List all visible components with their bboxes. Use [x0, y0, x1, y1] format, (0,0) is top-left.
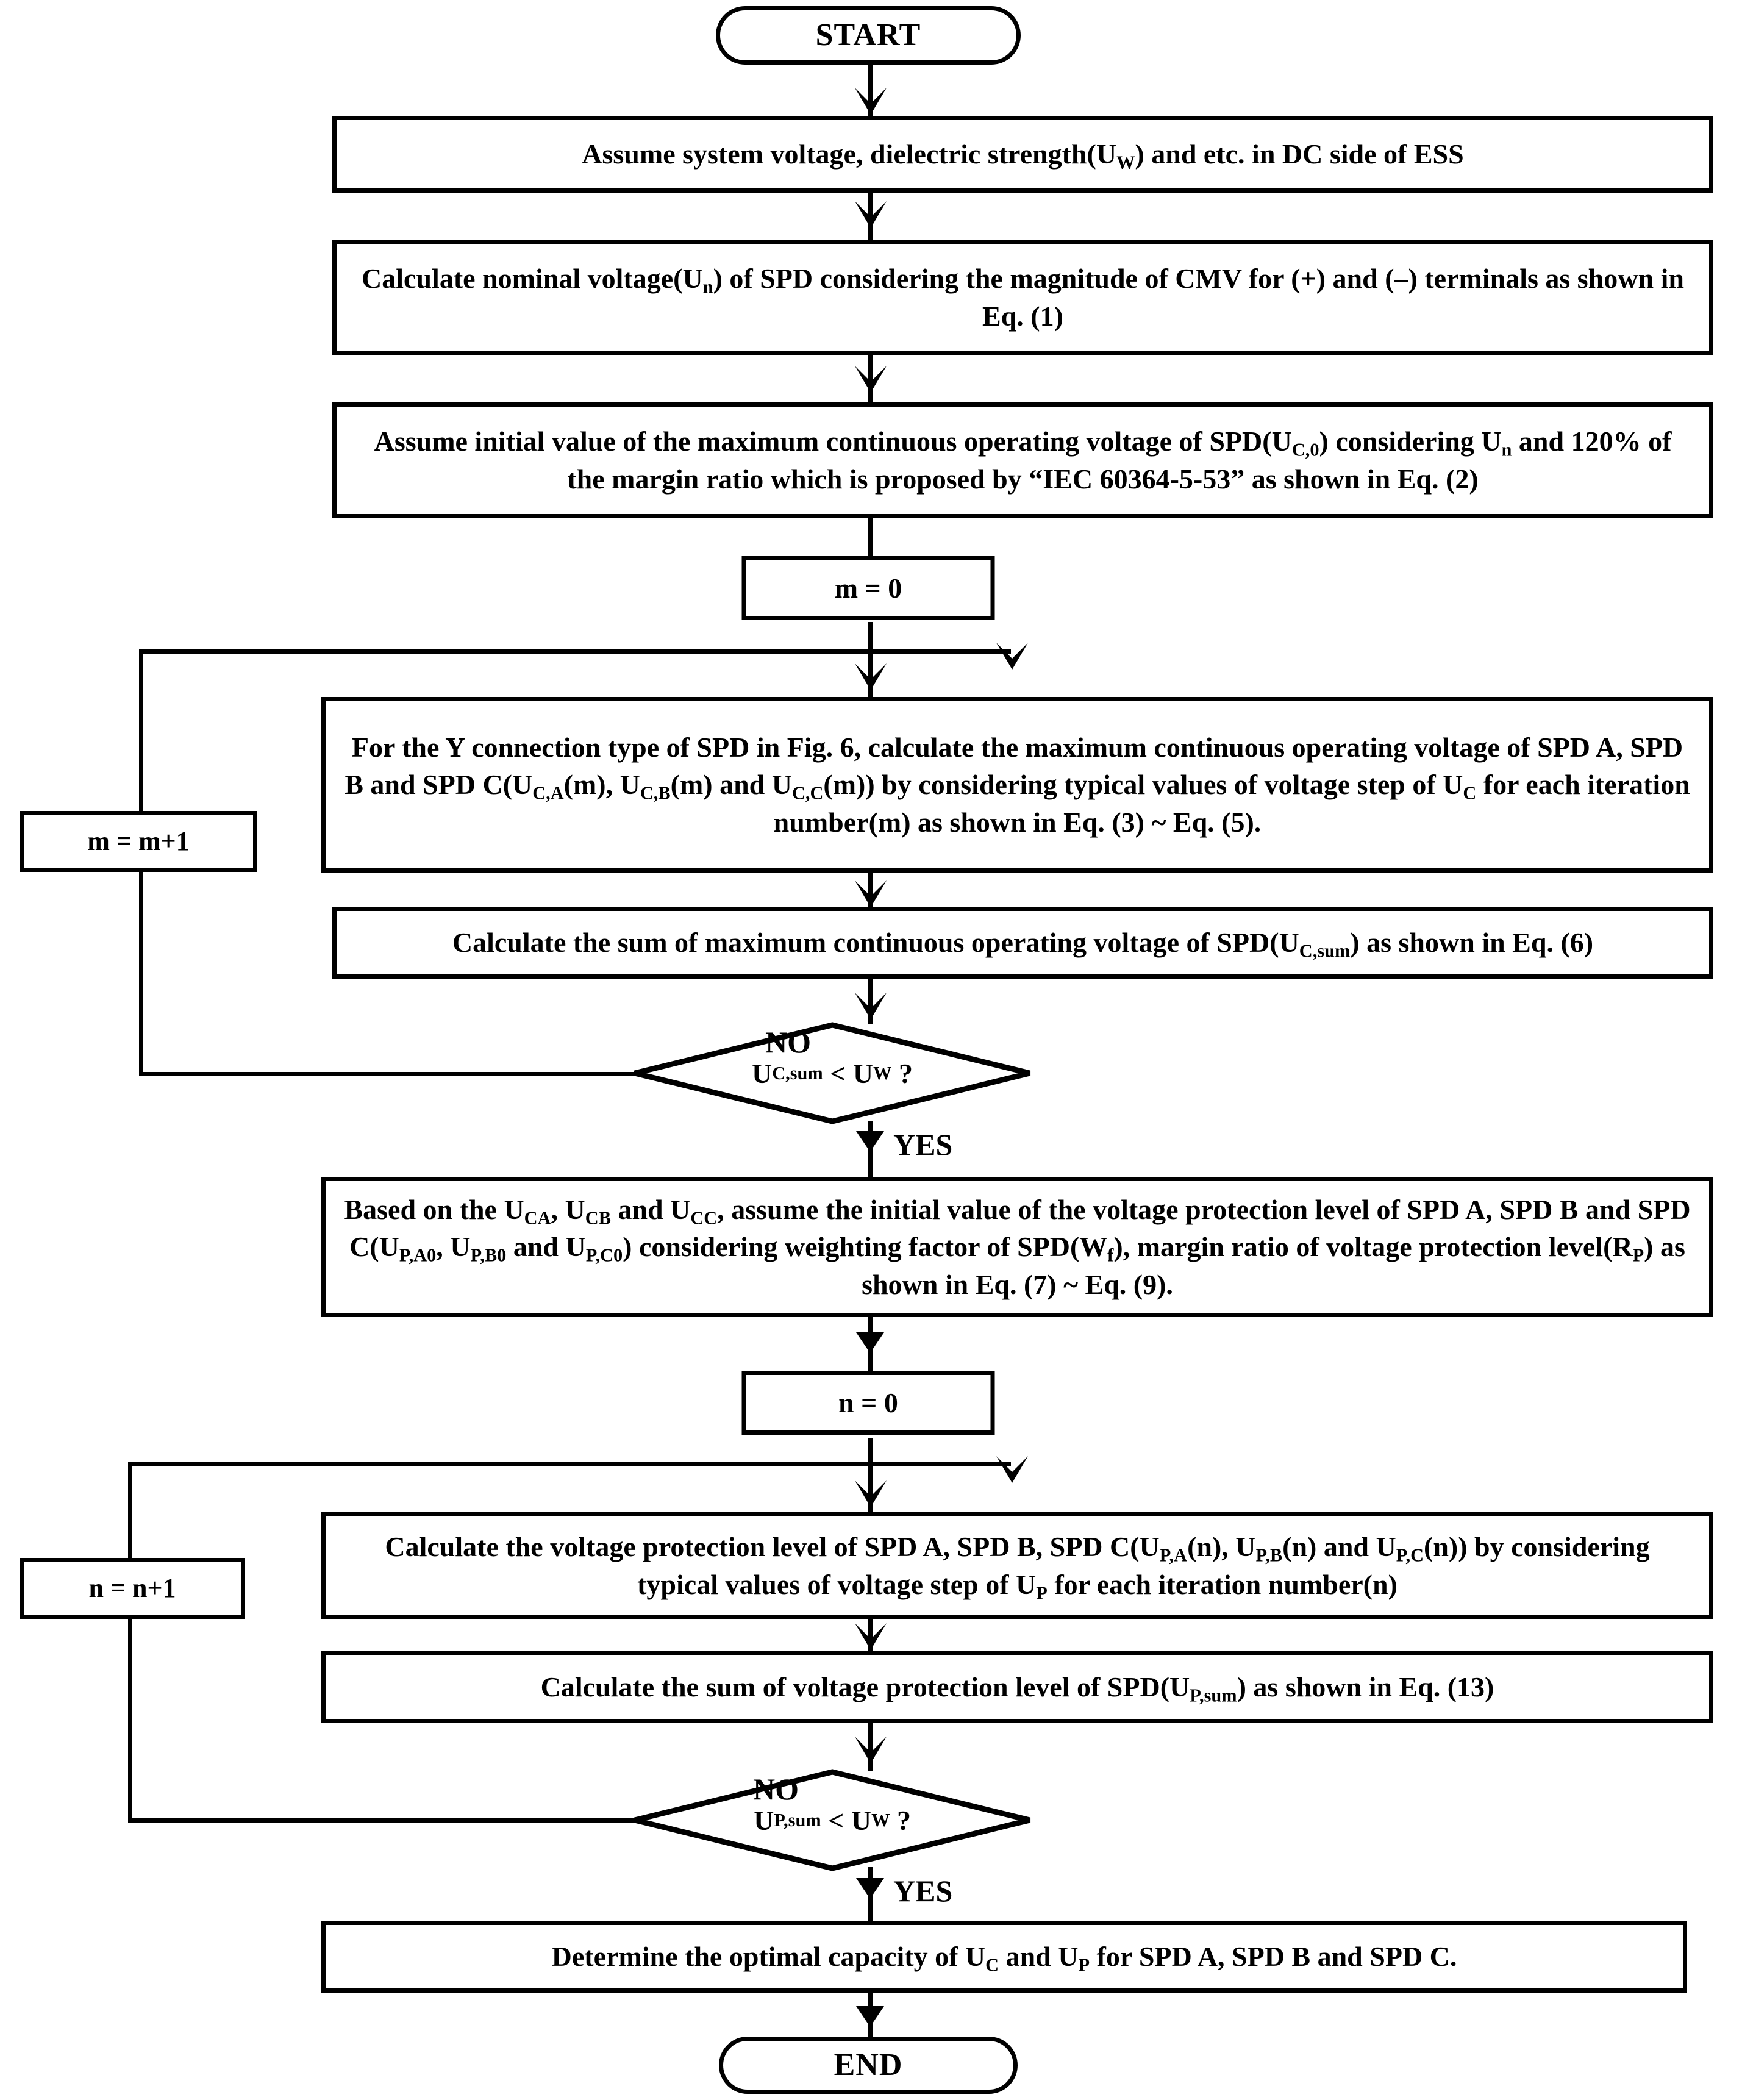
node-step1-label: Assume system voltage, dielectric streng… — [582, 138, 1464, 173]
connector-step1-to-step2 — [868, 189, 873, 244]
arrowhead-decision2-yes — [856, 1878, 884, 1899]
node-step3[interactable]: Assume initial value of the maximum cont… — [332, 402, 1713, 518]
edge-label-no-1: NO — [765, 1025, 811, 1059]
node-step7-label: Calculate the voltage protection level o… — [385, 1530, 1650, 1603]
node-step9-label: Determine the optimal capacity of UC and… — [551, 1941, 1457, 1976]
node-step2[interactable]: Calculate nominal voltage(Un) of SPD con… — [332, 240, 1713, 355]
edge-label-yes-1: YES — [893, 1127, 953, 1162]
node-step4[interactable]: For the Y connection type of SPD in Fig.… — [321, 697, 1713, 873]
arrowhead-decision1-yes — [856, 1131, 884, 1152]
node-n-increment[interactable]: n = n+1 — [20, 1558, 245, 1619]
node-n-init[interactable]: n = 0 — [741, 1371, 995, 1435]
connector-step2-to-step3 — [868, 354, 873, 409]
arrowhead-step5-to-decision1 — [852, 988, 889, 1024]
connector-step5-to-decision1 — [868, 976, 873, 1024]
node-start-label: START — [815, 18, 921, 53]
node-m-increment-label: m = m+1 — [87, 826, 190, 856]
node-n-init-label: n = 0 — [838, 1387, 898, 1418]
node-step8-label: Calculate the sum of voltage protection … — [540, 1671, 1494, 1706]
node-step6-label: Based on the UCA, UCB and UCC, assume th… — [344, 1193, 1691, 1300]
connector-loop1-bottom — [139, 1072, 840, 1076]
node-n-increment-label: n = n+1 — [88, 1573, 176, 1603]
node-step7[interactable]: Calculate the voltage protection level o… — [321, 1512, 1713, 1619]
node-start[interactable]: START — [716, 6, 1021, 65]
connector-decision1-yes — [868, 1121, 873, 1188]
edge-label-yes-2: YES — [893, 1874, 953, 1908]
connector-loop1-top — [139, 649, 1011, 654]
node-step6[interactable]: Based on the UCA, UCB and UCC, assume th… — [321, 1177, 1713, 1317]
connector-m-init-to-step4 — [868, 622, 873, 701]
node-step8[interactable]: Calculate the sum of voltage protection … — [321, 1651, 1713, 1723]
node-step9[interactable]: Determine the optimal capacity of UC and… — [321, 1921, 1687, 1993]
connector-loop2-bottom — [128, 1818, 829, 1823]
decision2-shape — [634, 1769, 1031, 1871]
arrowhead-step7-to-step8 — [852, 1618, 889, 1655]
connector-step3-to-m-init — [868, 512, 873, 561]
node-step2-label: Calculate nominal voltage(Un) of SPD con… — [362, 263, 1684, 332]
arrowhead-m-init-to-step4 — [852, 659, 889, 695]
connector-decision2-yes — [868, 1867, 873, 1934]
arrowhead-step9-to-end — [856, 2006, 884, 2027]
node-m-init-label: m = 0 — [834, 572, 902, 604]
node-m-init[interactable]: m = 0 — [741, 556, 995, 620]
arrowhead-step6-to-n-init — [856, 1332, 884, 1353]
node-end-label: END — [834, 2048, 903, 2083]
decision1-shape — [634, 1022, 1031, 1124]
arrowhead-loop2-into-step7 — [994, 1451, 1030, 1488]
edge-label-no-2: NO — [753, 1772, 799, 1806]
node-step4-label: For the Y connection type of SPD in Fig.… — [344, 731, 1690, 838]
node-step5[interactable]: Calculate the sum of maximum continuous … — [332, 907, 1713, 979]
arrowhead-n-init-to-step7 — [852, 1476, 889, 1512]
connector-n-init-to-step7 — [868, 1438, 873, 1517]
node-step3-label: Assume initial value of the maximum cont… — [374, 426, 1672, 495]
connector-loop2-top — [128, 1462, 1011, 1466]
arrowhead-step4-to-step5 — [852, 876, 889, 912]
connector-step8-to-decision2 — [868, 1720, 873, 1771]
arrowhead-loop1-into-step4 — [994, 638, 1030, 674]
connector-loop2-left — [128, 1462, 132, 1822]
connector-start-to-step1 — [868, 61, 873, 128]
arrowhead-step1-to-step2 — [852, 196, 889, 233]
node-end[interactable]: END — [719, 2037, 1018, 2094]
node-step5-label: Calculate the sum of maximum continuous … — [452, 927, 1594, 962]
node-step1[interactable]: Assume system voltage, dielectric streng… — [332, 116, 1713, 193]
arrowhead-start-to-step1 — [852, 83, 889, 120]
arrowhead-step8-to-decision2 — [852, 1732, 889, 1768]
node-m-increment[interactable]: m = m+1 — [20, 811, 257, 872]
arrowhead-step2-to-step3 — [852, 361, 889, 398]
